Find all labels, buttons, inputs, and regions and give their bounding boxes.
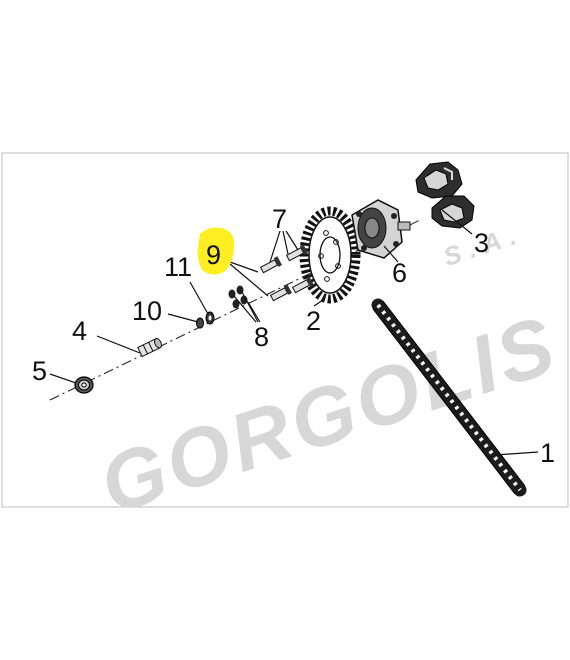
callout-10: 10 bbox=[132, 296, 162, 326]
axle-nut-small bbox=[196, 317, 204, 329]
axle-spacer bbox=[137, 338, 162, 358]
sprocket-hub bbox=[351, 199, 411, 259]
callout-7: 7 bbox=[272, 204, 287, 234]
watermark-brand: GORGOLIS bbox=[90, 299, 569, 532]
cush-drive-rubbers bbox=[415, 161, 475, 229]
callout-2: 2 bbox=[306, 306, 321, 336]
callout-3: 3 bbox=[474, 228, 489, 258]
diagram-border bbox=[1, 152, 569, 508]
callout-5: 5 bbox=[32, 356, 47, 386]
leader-lines bbox=[49, 209, 539, 456]
callout-4: 4 bbox=[72, 316, 87, 346]
callout-8: 8 bbox=[254, 322, 269, 352]
callout-6: 6 bbox=[392, 258, 407, 288]
hub-studs bbox=[259, 244, 315, 302]
watermark: GORGOLIS bbox=[90, 299, 569, 532]
drive-chain bbox=[371, 298, 527, 497]
rear-sprocket bbox=[299, 206, 361, 304]
callout-11: 11 bbox=[164, 252, 192, 282]
axle-bearing bbox=[74, 376, 94, 394]
callout-9-highlight bbox=[197, 227, 235, 275]
callout-9: 9 bbox=[206, 240, 221, 270]
axle-washer bbox=[205, 311, 215, 325]
callout-1: 1 bbox=[540, 438, 555, 468]
